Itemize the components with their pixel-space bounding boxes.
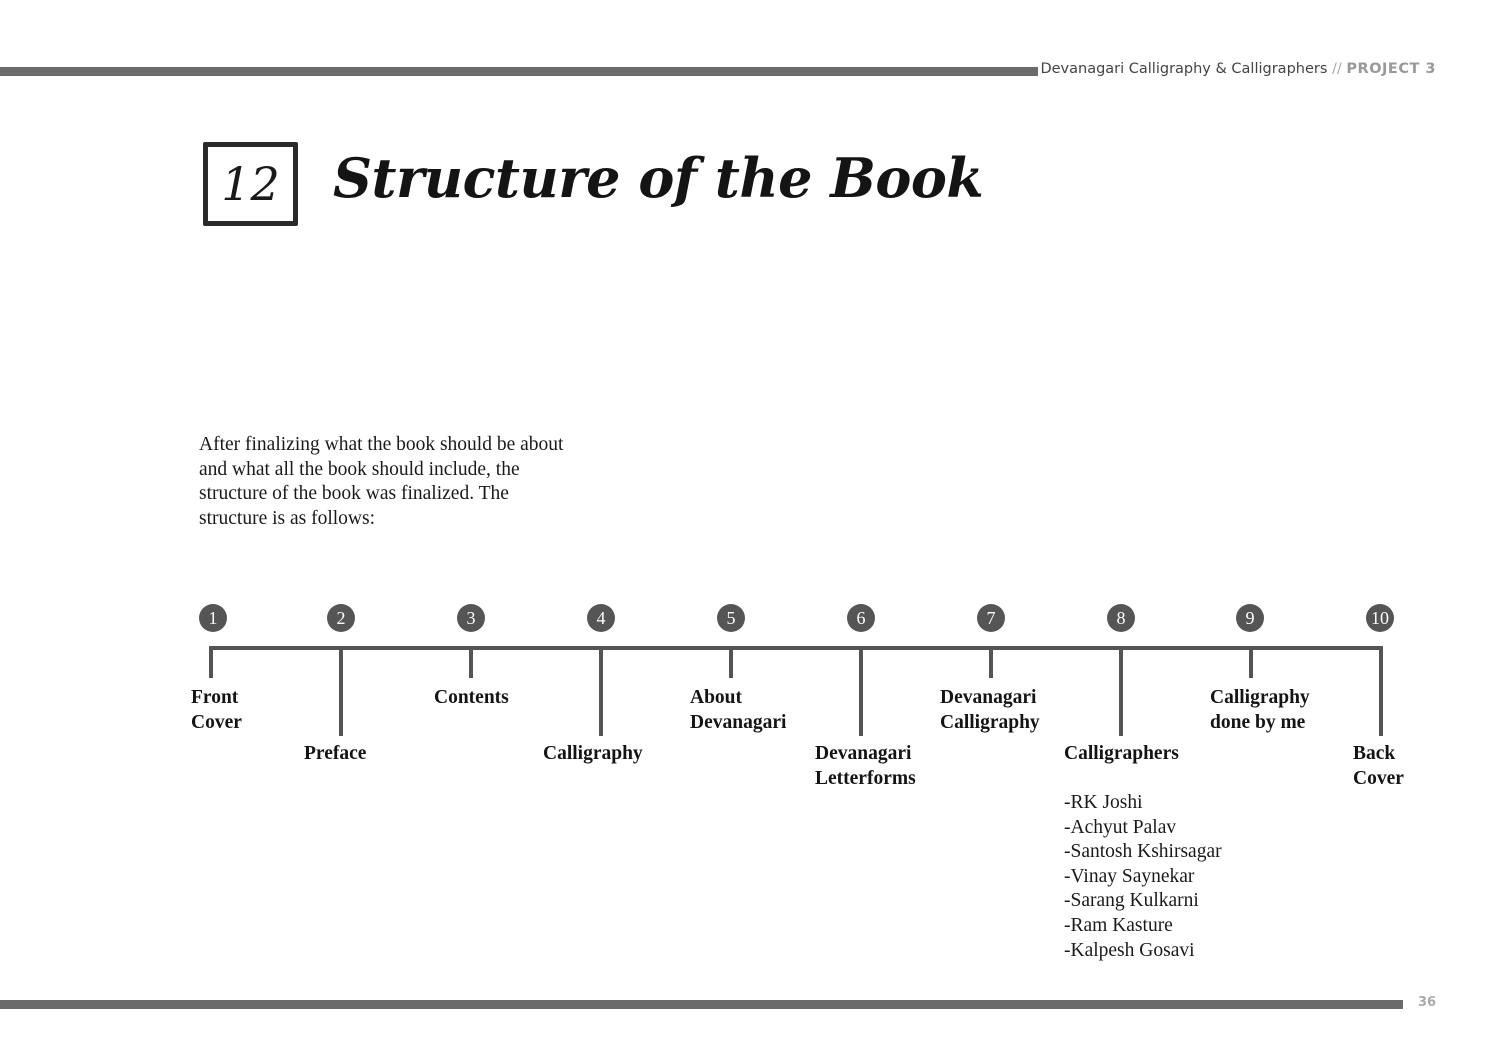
list-item: -Sarang Kulkarni [1064,890,1199,912]
list-item: -Vinay Saynekar [1064,865,1195,887]
project-title: Devanagari Calligraphy & Calligraphers [1040,61,1328,77]
section-number: 12 [221,157,280,211]
timeline-tick-8 [1119,646,1123,736]
timeline-number-4: 4 [587,604,615,632]
timeline-label-contents: Contents [434,687,509,708]
list-item: -Achyut Palav [1064,816,1177,838]
timeline-tick-5 [729,646,733,678]
timeline-number-9: 9 [1236,604,1264,632]
list-item: -RK Joshi [1064,792,1143,813]
project-label: PROJECT 3 [1346,61,1436,77]
timeline-label-about-devanagari: About Devanagari [690,687,787,733]
timeline-label-calligraphers: Calligraphers [1064,743,1179,764]
timeline-label-front-cover: Front Cover [191,687,242,733]
timeline-number-6: 6 [847,604,875,632]
timeline-tick-9 [1249,646,1253,678]
timeline-label-calligraphy-done-by-me: Calligraphy done by me [1210,687,1310,733]
timeline-tick-10 [1379,646,1383,736]
timeline-label-devanagari-letterforms: Devanagari Letterforms [815,743,916,789]
timeline-tick-4 [599,646,603,736]
timeline-line [209,646,1383,650]
timeline-number-3: 3 [457,604,485,632]
timeline-tick-3 [469,646,473,678]
timeline-label-preface: Preface [304,743,367,764]
list-item: -Kalpesh Gosavi [1064,939,1195,961]
footer-rule [0,1000,1403,1009]
timeline-label-back-cover: Back Cover [1353,743,1404,789]
timeline-label-calligraphy: Calligraphy [543,743,643,764]
section-number-box: 12 [203,142,298,226]
timeline-number-8: 8 [1107,604,1135,632]
timeline-number-7: 7 [977,604,1005,632]
header-separator: // [1332,61,1342,77]
timeline-tick-7 [989,646,993,678]
timeline-number-2: 2 [327,604,355,632]
timeline-number-1: 1 [199,604,227,632]
list-item: -Santosh Kshirsagar [1064,841,1222,863]
intro-paragraph: After finalizing what the book should be… [199,434,564,529]
timeline-tick-1 [209,646,213,678]
timeline-number-5: 5 [717,604,745,632]
calligraphers-list: -RK Joshi -Achyut Palav -Santosh Kshirsa… [1064,791,1222,963]
timeline-tick-6 [859,646,863,736]
timeline-tick-2 [339,646,343,736]
timeline-label-devanagari-calligraphy: Devanagari Calligraphy [940,687,1040,733]
page-title: Structure of the Book [333,146,984,210]
header-rule [0,67,1038,76]
timeline-number-10: 10 [1366,604,1394,632]
running-header: Devanagari Calligraphy & Calligraphers /… [1040,61,1436,77]
page-number: 36 [1418,995,1437,1010]
list-item: -Ram Kasture [1064,914,1173,936]
